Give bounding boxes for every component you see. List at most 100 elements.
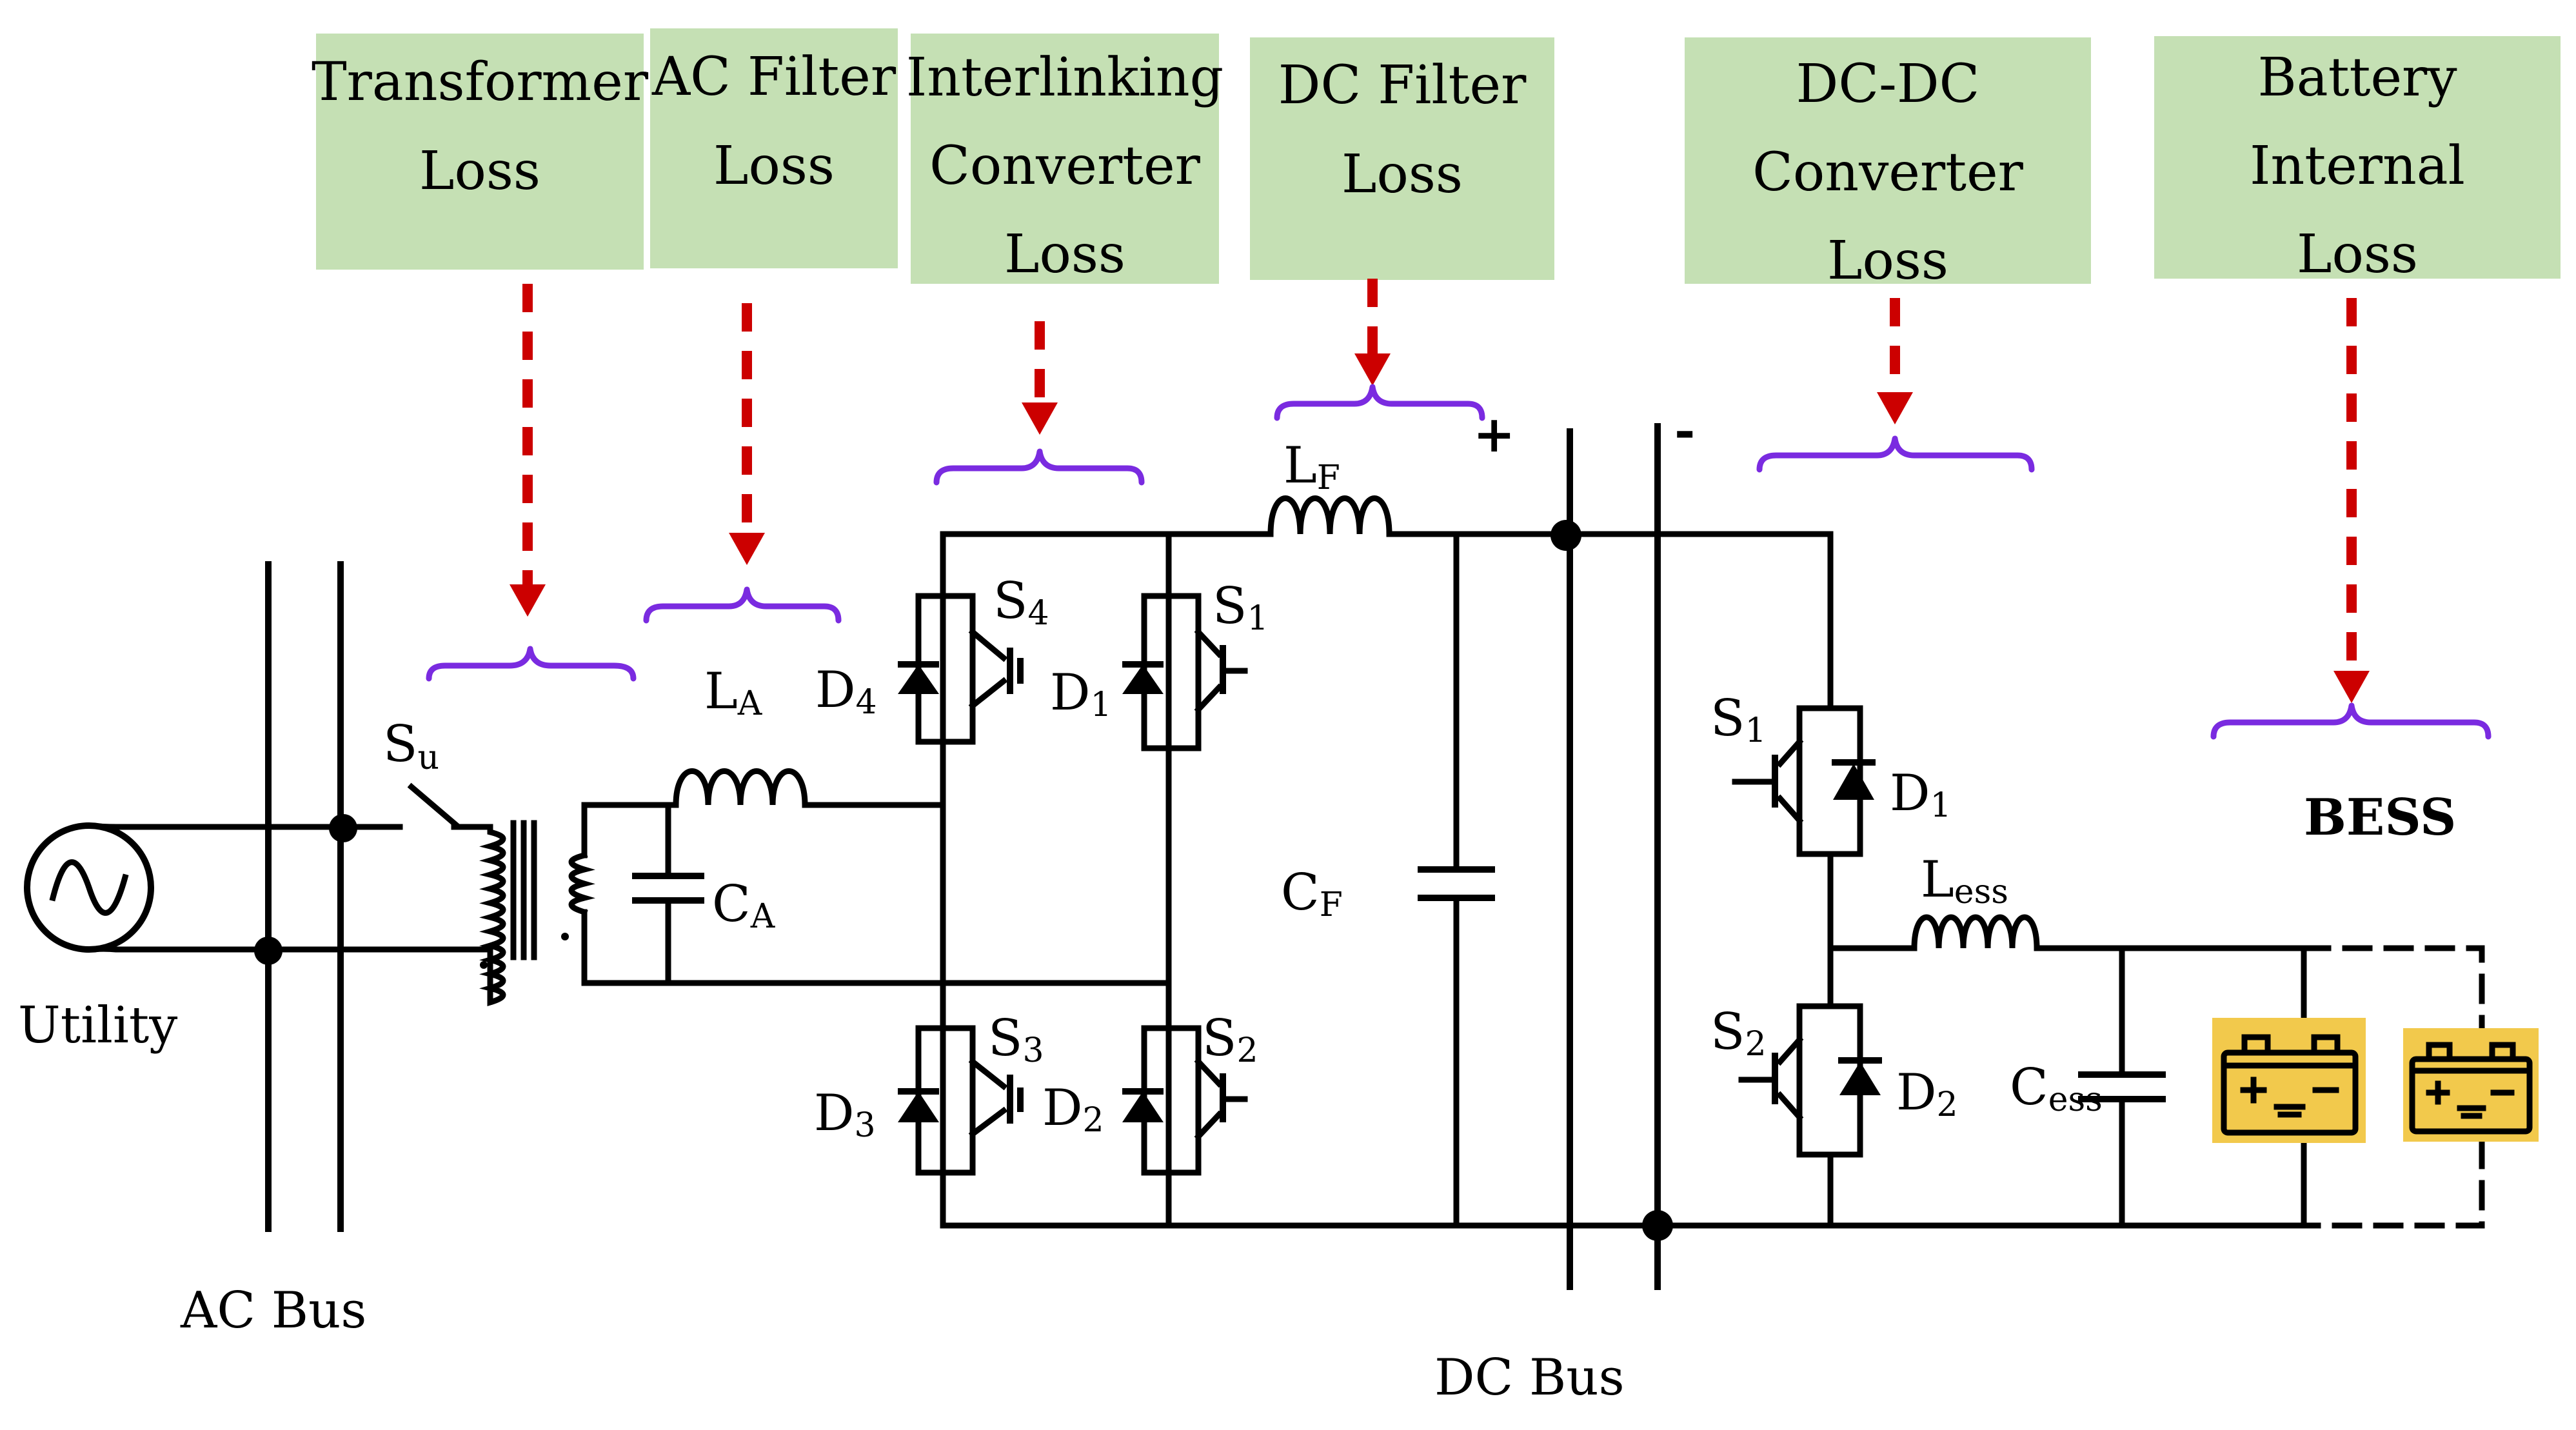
s4-emitter: [968, 677, 1008, 710]
cf-label: CF: [1281, 864, 1343, 924]
loss-box-dc-filter: DC Filter Loss: [1250, 37, 1554, 280]
transformer-dot-secondary: [561, 933, 569, 940]
battery-2-terminal-right: [2489, 1042, 2516, 1062]
dc-bus-label: DC Bus: [1434, 1349, 1625, 1407]
s1-label: S1: [1213, 577, 1269, 638]
transformer-dot-primary: [480, 961, 488, 969]
loss-box-dc-dc-line-1: DC-DC: [1796, 54, 1980, 115]
s4-label: S4: [993, 572, 1049, 633]
battery-1-terminal-right: [2311, 1034, 2341, 1056]
switch-s3: [898, 1025, 1024, 1176]
loss-box-battery-bg: [2154, 36, 2561, 279]
arrow-dc-filter-head: [1354, 353, 1391, 386]
ac-bus-label: AC Bus: [180, 1282, 366, 1340]
transformer: [456, 802, 595, 1007]
switch-s2: [1122, 1025, 1248, 1176]
s2-emitter: [1194, 1110, 1224, 1141]
ac-bus: [254, 561, 357, 1232]
dc-dc-converter: [1732, 531, 2307, 1229]
loss-box-ac-filter-line-2: Loss: [713, 135, 835, 197]
battery-1-symbols: [2240, 1077, 2339, 1118]
dcdc-s2-label: S2: [1710, 1003, 1767, 1064]
sine-icon: [49, 859, 129, 916]
dc-bus-node-top: [1551, 520, 1581, 551]
dc-plus-label: +: [1473, 405, 1515, 464]
dcdc-d2-diode: [1839, 1062, 1881, 1095]
dc-minus-label: -: [1674, 401, 1695, 460]
dcdc-d2-label: D2: [1896, 1064, 1958, 1124]
loss-box-transformer-bg: [316, 34, 644, 270]
d2-diode: [1122, 1091, 1164, 1122]
dcdc-s1-collector: [1776, 737, 1804, 768]
less-label: Less: [1921, 851, 2008, 911]
s2-label: S2: [1202, 1009, 1258, 1070]
interlinking-converter: S4 D4 S1 D1 S3 D3: [814, 531, 1661, 1229]
dcdc-s2-collector: [1776, 1035, 1804, 1066]
braces: [426, 384, 2492, 740]
loss-box-transformer-line-2: Loss: [419, 141, 540, 202]
battery-1-bg: [2212, 1018, 2366, 1143]
dcdc-d1-diode: [1833, 764, 1874, 800]
bess-label: BESS: [2304, 788, 2456, 847]
s4-collector: [968, 628, 1008, 662]
ac-filter: [581, 768, 1172, 986]
dashed-arrows: [510, 279, 2370, 703]
battery-2-bg: [2403, 1028, 2539, 1142]
battery-icon-2: [2403, 1028, 2539, 1142]
s3-emitter: [968, 1106, 1008, 1138]
dc-filter: [1267, 495, 1834, 1229]
loss-box-battery-line-3: Loss: [2297, 224, 2418, 285]
brace-interlinking: [933, 448, 1145, 486]
dcdc-s1-label: S1: [1710, 690, 1767, 750]
su-label: Su: [383, 715, 439, 777]
arrow-transformer-head: [510, 584, 546, 617]
switch-s1: [1122, 593, 1248, 751]
loss-box-transformer: Transformer Loss: [312, 34, 649, 270]
s3-label: S3: [988, 1009, 1044, 1070]
brace-dc-dc: [1756, 435, 2035, 473]
ac-bus-node-bottom: [254, 937, 282, 965]
switch-blade: [407, 782, 460, 829]
battery-2-terminal-left: [2426, 1042, 2453, 1062]
ac-bus-node-top: [329, 814, 357, 842]
d2-label: D2: [1042, 1079, 1104, 1140]
loss-box-ac-filter-line-1: AC Filter: [651, 46, 897, 108]
brace-battery: [2210, 702, 2492, 740]
utility-top-wire: [86, 822, 352, 830]
utility-source: [24, 822, 462, 953]
loss-box-battery-internal: Battery Internal Loss: [2154, 36, 2561, 285]
bess-dashed-loop: [2301, 945, 2485, 1229]
inductor-less: [1911, 914, 2040, 951]
battery-2-body: [2409, 1056, 2533, 1135]
loss-box-battery-line-2: Internal: [2250, 135, 2465, 197]
s2-collector: [1194, 1057, 1224, 1088]
d4-label: D4: [815, 661, 877, 722]
loss-box-ac-filter-bg: [650, 28, 898, 268]
arrow-battery-head: [2333, 671, 2370, 703]
arrow-ac-filter-head: [729, 533, 765, 565]
transformer-secondary-winding: [568, 851, 595, 916]
dcdc-s1-emitter: [1776, 794, 1804, 825]
d3-diode: [898, 1091, 939, 1122]
bess: [2212, 945, 2539, 1229]
d1-label: D1: [1050, 664, 1112, 724]
inductor-lf: [1267, 495, 1392, 537]
battery-1-body: [2221, 1049, 2359, 1136]
d1-diode: [1122, 664, 1164, 694]
loss-box-dc-dc-line-2: Converter: [1752, 142, 2023, 203]
loss-box-dc-dc-converter: DC-DC Converter Loss: [1685, 37, 2091, 292]
utility-label: Utility: [18, 997, 177, 1055]
dcdc-s2-emitter: [1776, 1091, 1804, 1122]
s3-collector: [968, 1057, 1008, 1091]
battery-icon-1: [2212, 1018, 2366, 1143]
transformer-primary-winding: [479, 824, 506, 1007]
loss-box-dc-filter-bg: [1250, 37, 1554, 280]
loss-box-dc-filter-line-2: Loss: [1342, 144, 1463, 205]
loss-box-dc-filter-line-1: DC Filter: [1278, 55, 1527, 116]
ca-label: CA: [712, 875, 776, 936]
s1-collector: [1194, 628, 1224, 659]
loss-box-interlinking-converter: Interlinking Converter Loss: [906, 34, 1224, 285]
loss-box-interlinking-line-3: Loss: [1004, 224, 1125, 285]
